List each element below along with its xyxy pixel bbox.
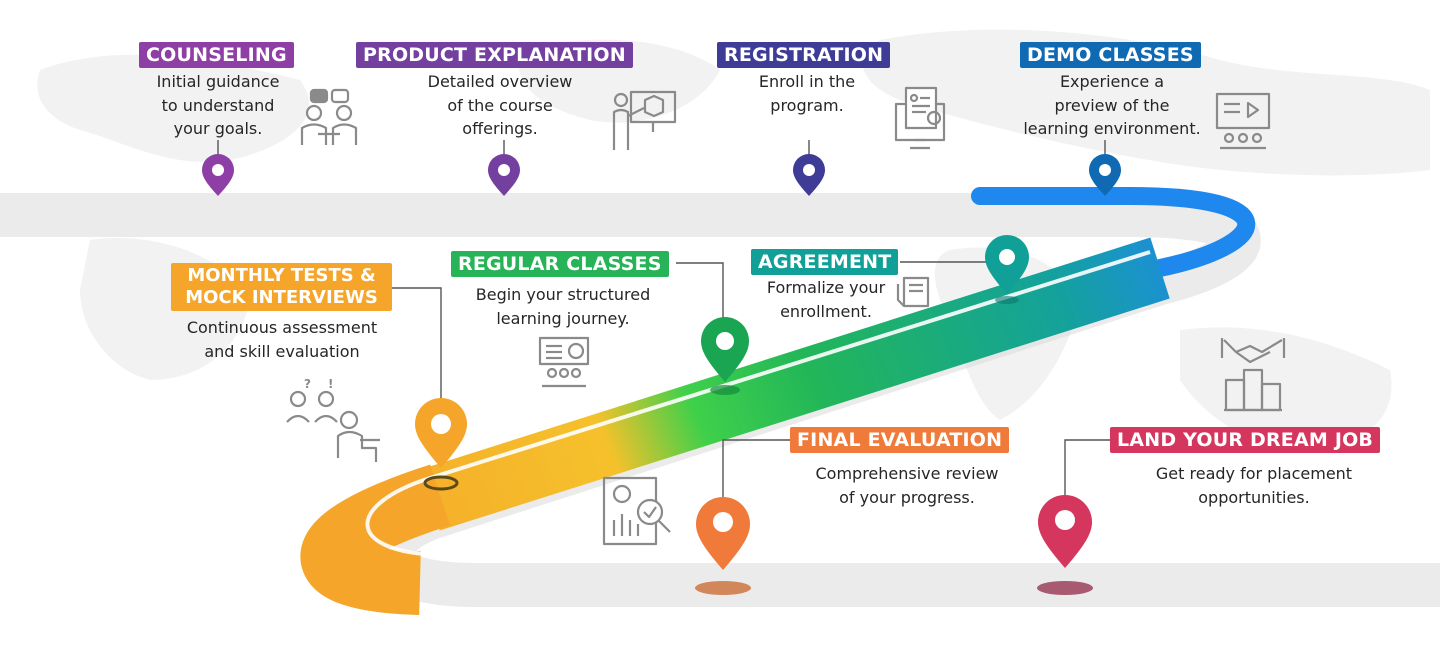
counseling-icon — [300, 88, 358, 145]
final-evaluation-description: Comprehensive review of your progress. — [815, 464, 999, 507]
registration-description: Enroll in the program. — [758, 72, 856, 115]
regular-classes-description: Begin your structured learning journey. — [475, 285, 651, 328]
pin-registration — [793, 154, 825, 196]
demo-classes-icon — [1215, 92, 1271, 150]
handshake-building-icon — [1220, 338, 1286, 412]
dream-job-description: Get ready for placement opportunities. — [1155, 464, 1353, 507]
demo-classes-title: DEMO CLASSES — [1020, 42, 1201, 68]
exam-icon: ? ! — [286, 377, 380, 462]
pin-counseling — [202, 154, 234, 196]
evaluation-report-icon — [602, 476, 671, 546]
final-evaluation-title: FINAL EVALUATION — [790, 427, 1010, 453]
regular-classes-title: REGULAR CLASSES — [451, 251, 669, 277]
agreement-icon — [896, 276, 930, 308]
monthly-tests-description: Continuous assessment and skill evaluati… — [186, 318, 378, 361]
registration-icon — [894, 86, 946, 150]
presentation-icon — [612, 90, 677, 150]
pin-final-evaluation — [695, 497, 751, 595]
product-explanation-title: PRODUCT EXPLANATION — [356, 42, 633, 68]
dream-job-title: LAND YOUR DREAM JOB — [1110, 427, 1381, 453]
regular-classes-icon — [538, 336, 590, 388]
counseling-description: Initial guidance to understand your goal… — [156, 72, 280, 138]
demo-classes-description: Experience a preview of the learning env… — [1023, 72, 1201, 138]
pin-demo-classes — [1089, 154, 1121, 196]
svg-text:!: ! — [328, 377, 333, 391]
pin-regular-classes — [701, 317, 749, 395]
svg-text:?: ? — [304, 377, 311, 391]
product-explanation-description: Detailed overview of the course offering… — [427, 72, 573, 138]
agreement-description: Formalize your enrollment. — [766, 278, 886, 321]
monthly-tests-title: MONTHLY TESTS & MOCK INTERVIEWS — [171, 263, 392, 311]
pin-product-explanation — [488, 154, 520, 196]
pin-dream-job — [1037, 495, 1093, 595]
counseling-title: COUNSELING — [139, 42, 294, 68]
pin-monthly-tests — [415, 398, 467, 491]
agreement-title: AGREEMENT — [751, 249, 899, 275]
registration-title: REGISTRATION — [717, 42, 891, 68]
pin-agreement — [985, 235, 1029, 304]
